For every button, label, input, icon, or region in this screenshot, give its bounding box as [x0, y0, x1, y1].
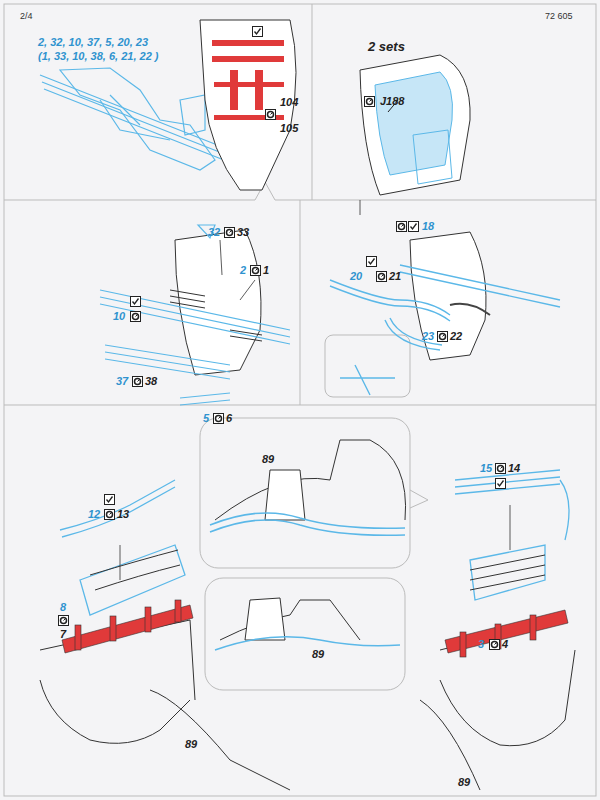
callout-number: 32	[208, 226, 220, 239]
callout-number: 7	[60, 628, 66, 641]
callout-number: 20	[350, 270, 362, 283]
callout-number: 89	[262, 453, 274, 466]
callout-number: 1	[263, 264, 269, 277]
callout-number: 8	[60, 601, 66, 614]
callout-number: 104	[280, 96, 298, 109]
callout-number: 105	[280, 122, 298, 135]
callout-number: 12	[88, 508, 100, 521]
callout-number: 89	[185, 738, 197, 751]
callout-number: 5	[203, 412, 209, 425]
callout-number: 2/4	[20, 10, 33, 23]
callout-number: 37	[116, 375, 128, 388]
callout-number: 22	[450, 330, 462, 343]
callout-number: 14	[508, 462, 520, 475]
callout-number: 6	[226, 412, 232, 425]
callout-number: 4	[502, 638, 508, 651]
callout-number: 15	[480, 462, 492, 475]
callout-number: 72 605	[545, 10, 573, 23]
callout-number: 3	[478, 638, 484, 651]
callout-number: 2	[240, 264, 246, 277]
callout-number: 33	[237, 226, 249, 239]
callout-number: J188	[380, 95, 404, 108]
callout-number: 89	[312, 648, 324, 661]
callout-number: 38	[145, 375, 157, 388]
callout-number: 89	[458, 776, 470, 789]
callout-number: 10	[113, 310, 125, 323]
callout-number: 23	[422, 330, 434, 343]
callout-number: (1, 33, 10, 38, 6, 21, 22 )	[38, 50, 158, 63]
callout-number: 13	[117, 508, 129, 521]
callout-number: 21	[389, 270, 401, 283]
callout-number: 18	[422, 220, 434, 233]
callout-number: 2 sets	[368, 40, 405, 53]
callout-number: 2, 32, 10, 37, 5, 20, 23	[38, 36, 148, 49]
